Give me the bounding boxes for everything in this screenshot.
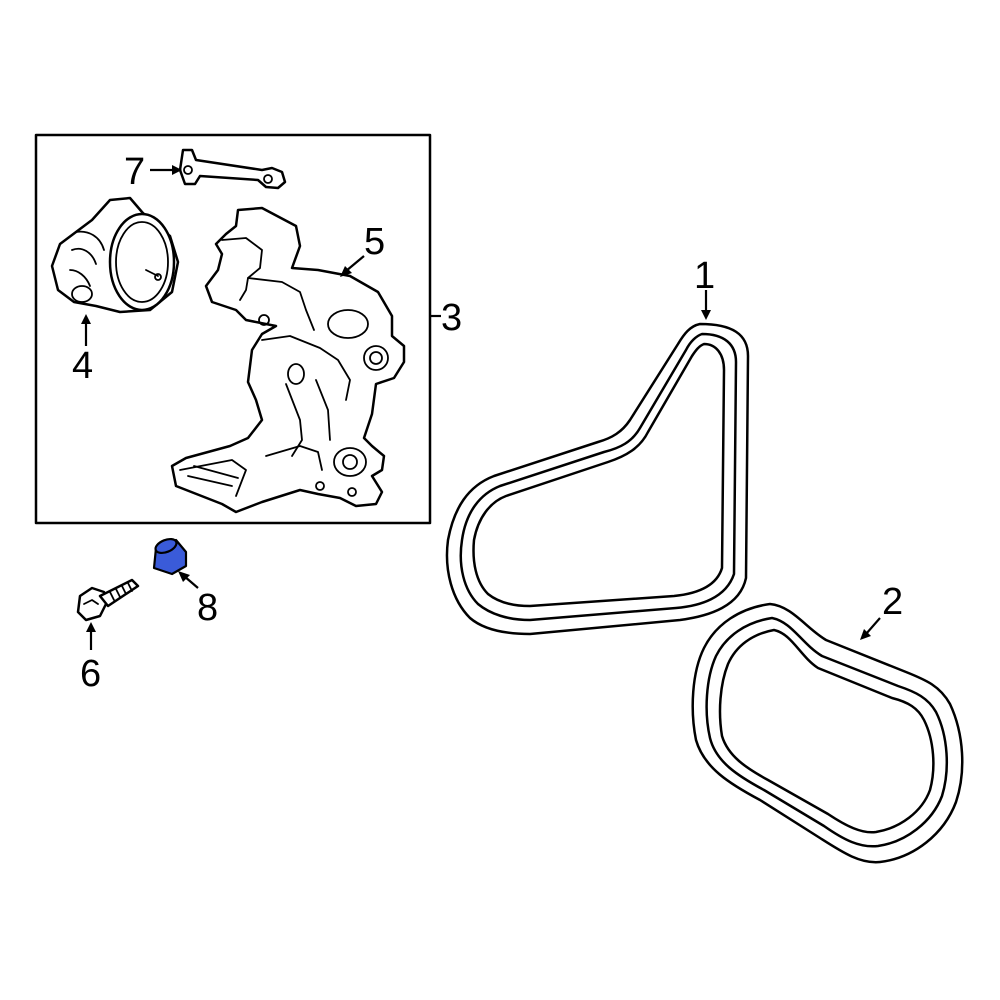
callout-3-label[interactable]: 3 — [441, 297, 462, 339]
callout-6-arrow — [172, 165, 182, 175]
callout-5-arrow — [340, 266, 352, 277]
callout-2-leader — [865, 617, 881, 635]
part-1-serpentine-belt[interactable] — [445, 322, 750, 636]
part-2-serpentine-belt[interactable] — [691, 602, 964, 864]
part-5-tensioner-bracket[interactable] — [170, 206, 406, 514]
callout-5-label[interactable]: 5 — [364, 221, 385, 263]
callout-2-label[interactable]: 2 — [882, 581, 903, 623]
callout-8-arrow — [178, 571, 190, 582]
callout-5-leader — [345, 255, 365, 272]
part-7-bolt[interactable] — [76, 578, 140, 622]
callout-7-arrow — [86, 622, 96, 632]
callout-1-arrow — [701, 310, 711, 320]
part-8-spacer[interactable] — [152, 536, 188, 576]
part-4-belt-tensioner[interactable] — [50, 196, 180, 314]
assembly-group-box — [34, 133, 432, 525]
callout-2-arrow — [860, 629, 871, 640]
callout-8-label[interactable]: 8 — [197, 587, 218, 629]
callout-4-label[interactable]: 4 — [72, 345, 93, 387]
callout-6-label[interactable]: 7 — [124, 151, 145, 193]
callout-7-label[interactable]: 6 — [80, 653, 101, 695]
callout-1-label[interactable]: 1 — [694, 255, 715, 297]
callout-4-arrow — [81, 314, 91, 324]
part-6-bracket[interactable] — [178, 148, 287, 190]
